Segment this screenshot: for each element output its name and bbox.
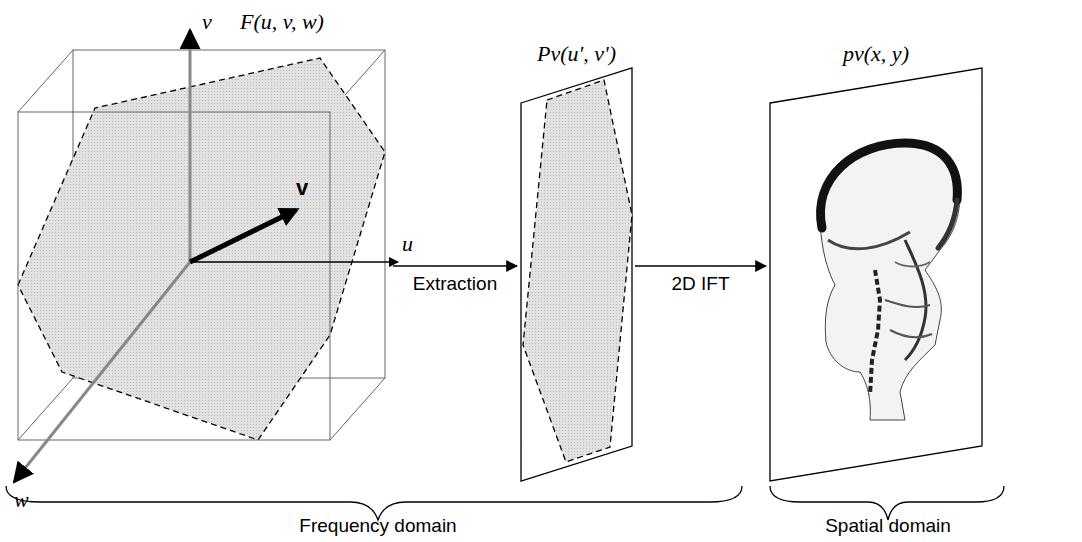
projection-image: pv(x, y) (770, 36, 982, 482)
node-title: F(u, v, w) (240, 10, 324, 34)
edge-label: Extraction (413, 274, 497, 295)
node-title: Pv(u', v') (537, 42, 616, 66)
transform-arrow (393, 265, 517, 267)
axis-label: v (202, 10, 212, 34)
domain-label: Spatial domain (825, 516, 951, 537)
edge-label: 2D IFT (671, 274, 729, 295)
extracted-slice: Pv(u', v') (521, 36, 632, 482)
head-xray (819, 140, 960, 420)
node-title: pv(x, y) (843, 42, 909, 66)
axis-label: u (402, 232, 413, 256)
axis-label: w (14, 488, 29, 512)
transform-arrow (635, 265, 766, 267)
vector-label: v (296, 176, 308, 200)
frequency-volume: F(u, v, w) (10, 6, 390, 482)
domain-label: Frequency domain (299, 516, 456, 537)
